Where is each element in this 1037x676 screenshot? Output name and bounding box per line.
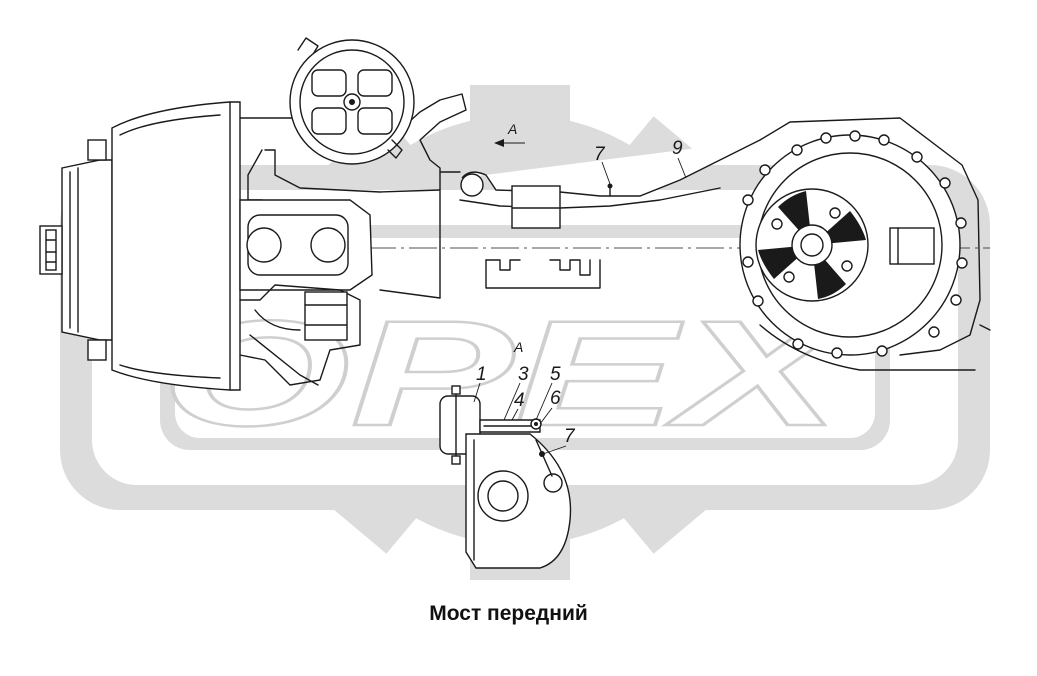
differential-housing [739,117,991,371]
view-label-detail: A [513,339,523,355]
callout-9-main: 9 [672,138,683,159]
wheel-hub [39,139,113,361]
callout-6: 6 [550,388,561,409]
detail-view-a: A 1 3 4 5 6 7 [439,339,576,569]
brake-drum [111,101,241,391]
steering-knuckle [239,93,467,386]
axle-beam [439,139,761,289]
callout-7-detail: 7 [564,426,576,447]
flange-bolts [742,130,968,359]
drive-flange [755,188,869,302]
callout-5: 5 [550,364,561,385]
diagram-caption: Мост передний [429,602,588,625]
callout-7-main: 7 [594,144,606,165]
main-callouts: A 7 9 [494,121,687,185]
brake-chamber [289,37,415,165]
view-label-top: A [507,121,517,137]
callout-1: 1 [476,364,487,385]
callout-4: 4 [514,390,525,411]
callout-3: 3 [518,364,529,385]
